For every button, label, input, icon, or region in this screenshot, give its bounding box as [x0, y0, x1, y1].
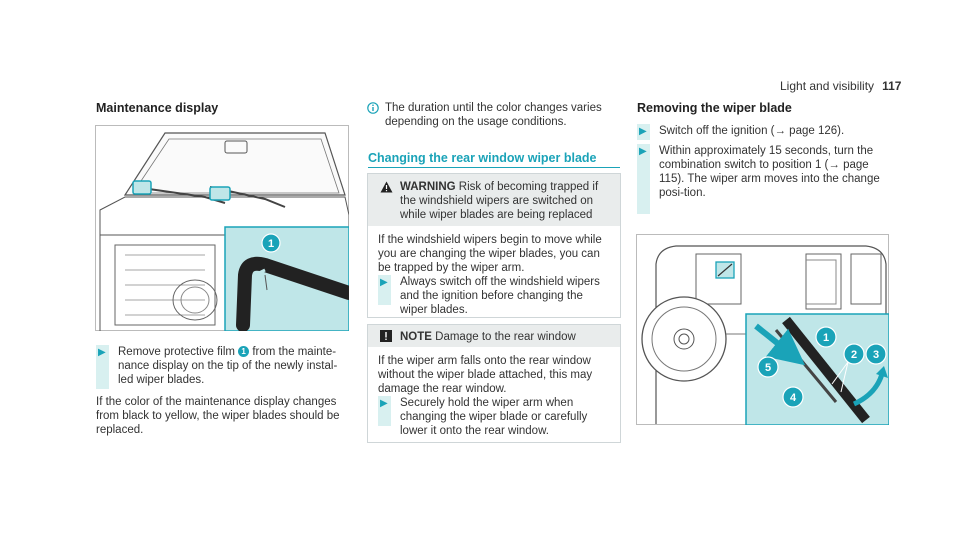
svg-text:5: 5 [765, 362, 771, 374]
warning-body: If the windshield wipers begin to move w… [378, 234, 602, 274]
svg-text:2: 2 [851, 349, 857, 361]
section-rule [368, 167, 620, 168]
note-box: NOTE Damage to the rear window If the wi… [367, 324, 621, 443]
warning-box: WARNING Risk of becoming trapped if the … [367, 173, 621, 318]
info-icon [367, 102, 379, 114]
note-step: ▶ Securely hold the wiper arm when chang… [378, 396, 588, 437]
note-label: NOTE [400, 331, 432, 343]
svg-text:4: 4 [790, 392, 797, 404]
svg-text:3: 3 [873, 349, 879, 361]
page-header: Light and visibility 117 [780, 79, 901, 93]
callout-1: 1 [238, 346, 250, 358]
svg-text:1: 1 [823, 332, 829, 344]
maintenance-display-title: Maintenance display [96, 101, 219, 115]
triangle-arrow-icon: ▶ [380, 277, 388, 288]
color-change-note: If the color of the maintenance display … [96, 396, 340, 436]
triangle-arrow-icon: ▶ [639, 126, 647, 137]
warning-head: WARNING Risk of becoming trapped if the … [400, 181, 599, 221]
step-combination-switch: ▶ Within approximately 15 seconds, turn … [637, 144, 887, 214]
removing-title: Removing the wiper blade [637, 101, 792, 115]
warning-triangle-icon [380, 181, 393, 193]
note-body: If the wiper arm falls onto the rear win… [378, 355, 593, 395]
triangle-arrow-icon: ▶ [639, 146, 647, 157]
svg-text:1: 1 [268, 238, 274, 250]
exclamation-square-icon [380, 330, 392, 342]
triangle-arrow-icon: ▶ [98, 347, 106, 358]
info-block: The duration until the color changes var… [367, 101, 619, 129]
triangle-arrow-icon: ▶ [380, 398, 388, 409]
windshield-illustration: 1 [95, 125, 356, 332]
warning-label: WARNING [400, 181, 456, 193]
step-remove-film: ▶ Remove protective film 1 from the main… [96, 345, 352, 389]
rear-wiper-figure: 1 2 3 4 5 [636, 234, 890, 426]
section-name: Light and visibility [780, 79, 875, 93]
step-ignition-off: ▶ Switch off the ignition (→ page 126). [637, 124, 887, 140]
info-text: The duration until the color changes var… [385, 102, 602, 128]
section-title: Changing the rear window wiper blade [368, 151, 597, 165]
rear-wiper-illustration: 1 2 3 4 5 [636, 234, 890, 426]
windshield-figure: 1 [95, 125, 356, 332]
note-head: NOTE Damage to the rear window [400, 331, 576, 343]
warning-step: ▶ Always switch off the windshield wiper… [378, 275, 600, 316]
page-number: 117 [882, 79, 902, 93]
